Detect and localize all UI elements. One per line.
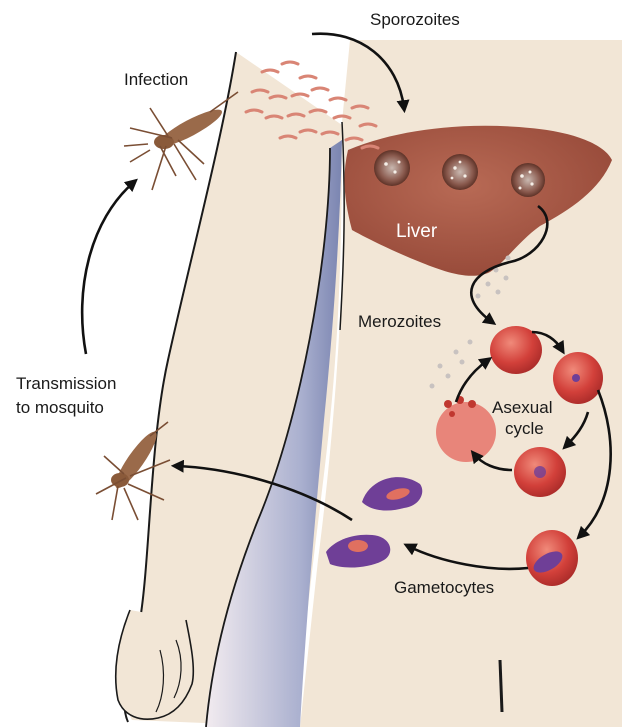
infected-hepatocyte-3 — [511, 163, 545, 197]
label-transmission-line1: Transmission — [16, 374, 116, 394]
gametocyte-2-nucleus — [348, 540, 368, 552]
label-merozoites: Merozoites — [358, 312, 441, 332]
label-sporozoites: Sporozoites — [370, 10, 460, 30]
infected-hepatocyte-1 — [374, 150, 410, 186]
trophozoite-parasite — [534, 466, 546, 478]
label-asexual-line2: cycle — [505, 419, 544, 439]
label-liver: Liver — [396, 222, 437, 242]
label-infection: Infection — [124, 70, 188, 90]
label-gametocytes: Gametocytes — [394, 578, 494, 598]
ring-stage-parasite — [572, 374, 580, 382]
label-asexual-line1: Asexual — [492, 398, 552, 418]
label-transmission-line2: to mosquito — [16, 398, 104, 418]
arrow-to-infection — [82, 182, 134, 354]
rupturing-red-cell — [436, 402, 496, 462]
navel-line — [500, 660, 502, 712]
infected-hepatocyte-2 — [442, 154, 478, 190]
